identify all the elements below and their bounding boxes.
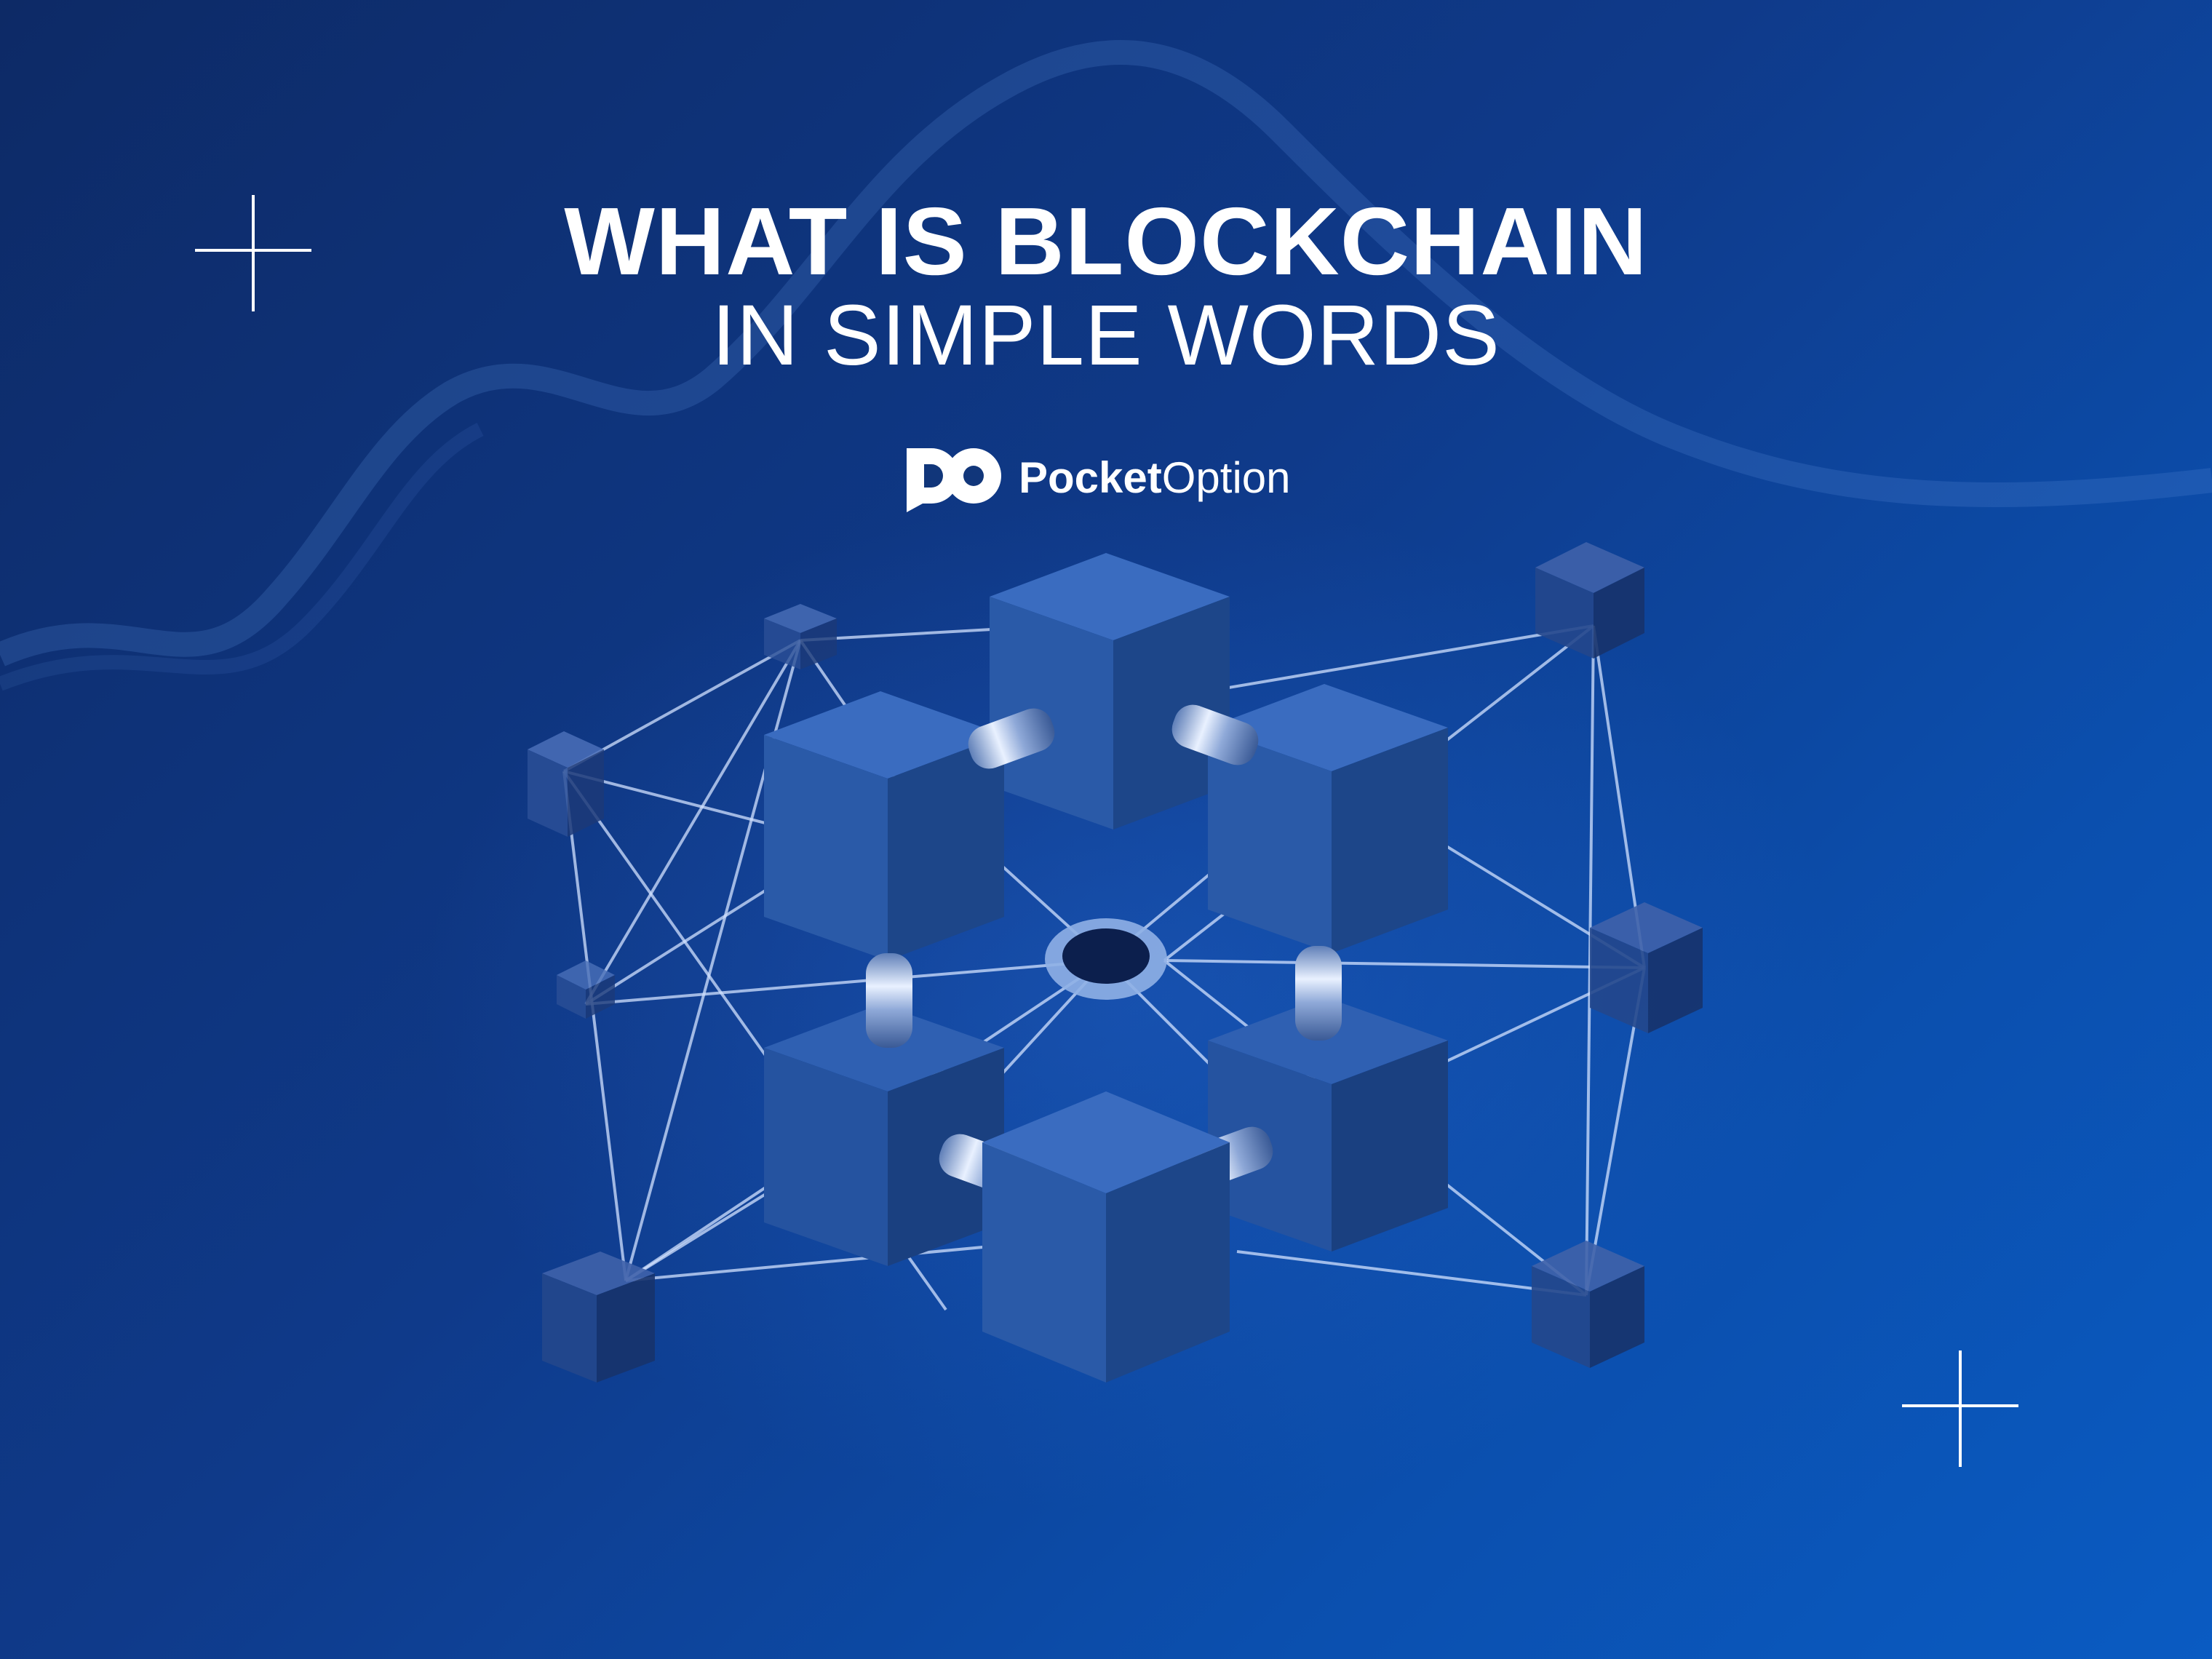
- chain-link-pipe: [1295, 946, 1342, 1041]
- chain-link-pipe: [1171, 704, 1259, 765]
- brand-logo[interactable]: PocketOption: [902, 442, 1339, 515]
- headline-line-2: IN SIMPLE WORDS: [712, 287, 1500, 383]
- node-cube-small: [1535, 542, 1644, 659]
- brand-name-regular: Option: [1161, 453, 1291, 502]
- node-cube-small: [542, 1252, 655, 1382]
- block-cube: [764, 691, 1004, 960]
- brand-name: PocketOption: [1019, 453, 1291, 504]
- plus-icon: [195, 195, 311, 311]
- node-cube-small: [764, 604, 837, 669]
- chain-link-pipe: [866, 953, 912, 1048]
- node-cube-small: [1590, 902, 1703, 1033]
- node-cube-small: [557, 960, 615, 1019]
- brand-name-bold: Pocket: [1019, 453, 1162, 502]
- block-cube: [1208, 684, 1448, 953]
- block-cube: [982, 1091, 1230, 1382]
- headline-line-1: WHAT IS BLOCKCHAIN: [564, 188, 1648, 295]
- plus-icon: [1902, 1350, 2018, 1467]
- node-cube-small: [528, 731, 604, 837]
- node-cube-small: [1532, 1241, 1644, 1368]
- chain-link-pipe: [968, 708, 1055, 769]
- center-node: [1045, 918, 1167, 1000]
- block-cube: [990, 553, 1230, 830]
- pocketoption-logo-icon: [907, 448, 1001, 512]
